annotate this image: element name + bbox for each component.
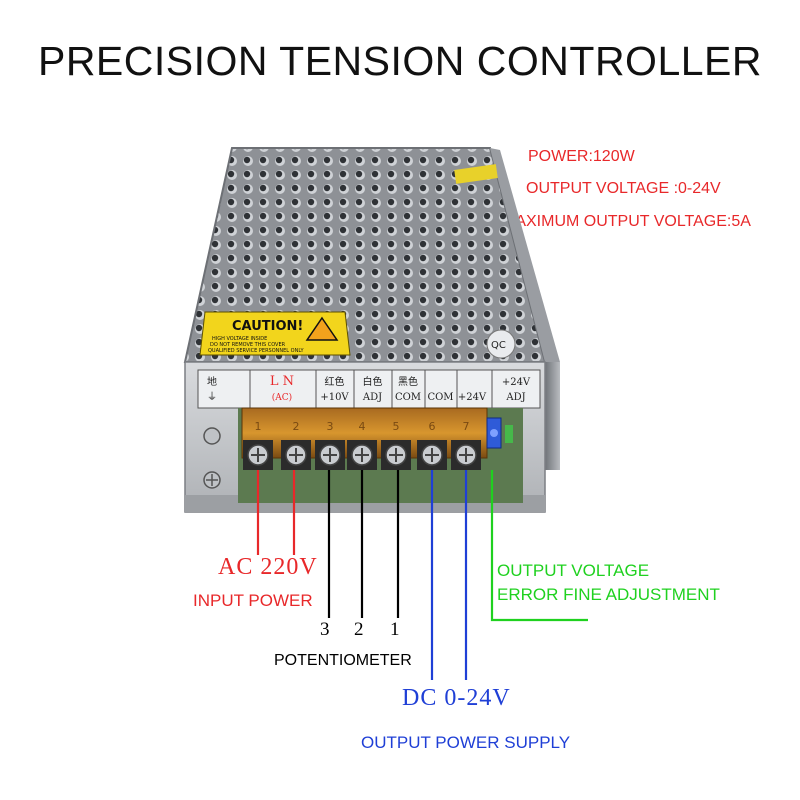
terminal-number: 3	[327, 420, 334, 433]
terminal-number: 2	[293, 420, 300, 433]
ac-voltage-label: AC 220V	[218, 554, 318, 580]
trim-label-line2: ERROR FINE ADJUSTMENT	[497, 585, 720, 604]
terminal-numbers: 1 2 3 4 5 6 7	[255, 420, 470, 433]
terminal-number: 5	[393, 420, 400, 433]
terminal-number: 6	[429, 420, 436, 433]
terminal-label-bottom: (AC)	[272, 392, 292, 403]
terminal-label-bottom: ⏚	[207, 391, 217, 403]
potentiometer-label: POTENTIOMETER	[274, 652, 412, 669]
terminal-label-strip: 地 ⏚ L N (AC) 红色 +10V 白色 ADJ 黑色 COM COM +24V +24V ADJ	[197, 369, 541, 409]
terminal-screws	[243, 440, 481, 470]
spec-power: POWER:120W	[528, 148, 635, 165]
warning-icon	[305, 316, 339, 341]
side-panel	[490, 148, 560, 362]
terminal-label-top: 地	[207, 375, 217, 388]
wire-trim	[490, 470, 588, 622]
terminal-number: 1	[255, 420, 262, 433]
dc-voltage-label: DC 0-24V	[402, 685, 511, 711]
qc-sticker: QC	[486, 329, 516, 359]
terminal-label-bottom: +24V	[458, 392, 487, 403]
caution-title: CAUTION!	[232, 319, 303, 334]
pot-number-2: 2	[354, 619, 364, 640]
terminal-number: 7	[463, 420, 470, 433]
qc-label: QC	[491, 340, 506, 351]
pot-number-1: 1	[390, 619, 400, 640]
terminal-number: 4	[359, 420, 366, 433]
pot-number-3: 3	[320, 619, 330, 640]
input-power-label: INPUT POWER	[193, 591, 313, 610]
spec-output-voltage: OUTPUT VOLTAGE :0-24V	[526, 180, 721, 197]
output-supply-label: OUTPUT POWER SUPPLY	[361, 733, 571, 752]
wires	[256, 470, 588, 680]
caution-line-3: QUALIFIED SERVICE PERSONNEL ONLY	[208, 348, 304, 354]
terminal-label-bottom: ADJ	[505, 392, 525, 403]
trim-label-line1: OUTPUT VOLTAGE	[497, 561, 650, 580]
terminal-label-top: 黑色	[398, 375, 418, 388]
terminal-label-bottom: +10V	[320, 392, 349, 403]
terminal-label-top: 红色	[325, 375, 345, 388]
terminal-label-top: L N	[270, 374, 294, 389]
page-title: PRECISION TENSION CONTROLLER	[37, 38, 763, 84]
terminal-label-top: 白色	[363, 375, 383, 388]
caution-line-2: DO NOT REMOVE THIS COVER	[210, 342, 286, 348]
terminal-label-bottom: COM	[427, 392, 453, 403]
terminal-label-top: +24V	[502, 377, 531, 388]
terminal-label-bottom: ADJ	[362, 392, 382, 403]
terminal-label-bottom: COM	[395, 392, 421, 403]
caution-sticker: CAUTION! HIGH VOLTAGE INSIDE DO NOT REMO…	[199, 311, 351, 356]
caution-line-1: HIGH VOLTAGE INSIDE	[212, 336, 267, 342]
spec-max-output: MAXIMUM OUTPUT VOLTAGE:5A	[502, 213, 751, 230]
